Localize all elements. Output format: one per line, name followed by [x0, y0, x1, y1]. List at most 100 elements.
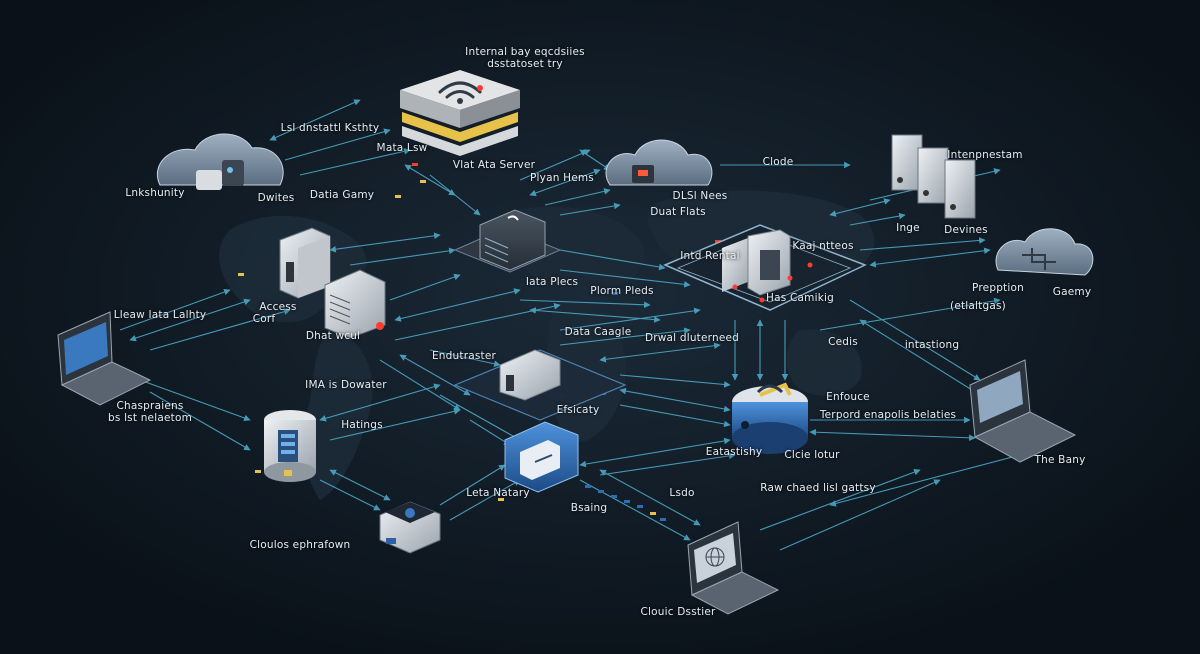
connector-line [809, 428, 976, 442]
label-infra-right: Intenpnestam [947, 148, 1023, 161]
connector-line [439, 464, 506, 506]
label-iata-plecs: Iata Plecs [525, 275, 579, 288]
globe-icon [705, 547, 725, 567]
connector-line [284, 128, 391, 161]
label-duan-flats: Duat Flats [650, 205, 706, 218]
connector-dot [598, 490, 604, 493]
connector-line [349, 247, 456, 266]
label-cloulos-eparalown: Cloulos ephrafown [249, 538, 351, 551]
connector-line [859, 319, 981, 396]
laptop-icon-left [57, 311, 152, 406]
label-acress: Access [259, 300, 297, 313]
connector-line [429, 349, 501, 367]
connector-line [829, 453, 1021, 507]
label-internal-top: Internal bay eqcdsiies dsstatoset try [465, 45, 585, 70]
label-hatings: Hatings [341, 418, 383, 431]
laptop-icon-right [969, 359, 1077, 463]
label-intastiong: intastiong [904, 338, 960, 351]
label-prepption: Prepption [972, 281, 1024, 294]
connector-line [579, 149, 611, 171]
storage-module-icon [504, 421, 579, 493]
label-lsdo: Lsdo [669, 486, 695, 499]
datacenter-icon [663, 224, 867, 311]
router-stack-icon [400, 70, 520, 156]
label-clouic-dsstier: Clouic Dsstier [640, 605, 716, 618]
connector-line [559, 202, 621, 216]
connector-line [599, 342, 721, 363]
connector-dot [611, 495, 617, 498]
label-lleaw-tala: Lleaw Iata Lalhty [113, 308, 207, 321]
connector-dot [715, 240, 721, 243]
label-plyan-hems: Plyan Hems [530, 171, 594, 184]
connector-line [149, 308, 291, 351]
gateway-platform [453, 349, 627, 421]
label-eatastishy: Eatastishy [705, 445, 763, 458]
connector-line [829, 198, 891, 217]
connector-line [819, 297, 1001, 331]
connector-dot [585, 485, 591, 488]
label-cloud-link: Clode [762, 155, 794, 168]
label-kaaj-ntteos: Kaaj ntteos [792, 239, 854, 252]
server-rack-icon-center [453, 209, 562, 273]
laptop-icon-bottom [687, 521, 780, 615]
server-tower-icon-left [279, 227, 331, 299]
connector-line [129, 298, 251, 342]
connector-line [329, 232, 441, 253]
label-vlat-server: Vlat Ata Server [452, 158, 536, 171]
connector-dot [498, 498, 504, 501]
label-devices-left: Dwites [257, 191, 295, 204]
connector-line [439, 394, 521, 441]
connector-line [529, 168, 601, 197]
connector-line [619, 387, 731, 413]
database-icon [264, 410, 316, 482]
connector-dot [420, 180, 426, 183]
label-lnkshunity: Lnkshunity [125, 186, 185, 199]
label-ima-is-dowater: IMA is Dowater [305, 378, 387, 391]
connector-dot [395, 195, 401, 198]
connector-line [269, 99, 361, 141]
server-tower-icon-group [891, 134, 976, 219]
connector-line [299, 148, 411, 176]
label-cedis: Cedis [828, 335, 858, 348]
label-raw-chaed: Raw chaed lisl gattsy [760, 481, 876, 494]
connector-lines [119, 99, 1021, 551]
lock-icon [732, 382, 808, 454]
label-inge: Inge [896, 221, 920, 234]
connector-dot [412, 163, 418, 166]
connector-line [849, 212, 906, 226]
connector-line [559, 327, 691, 346]
connector-dot [624, 500, 630, 503]
connector-line [429, 174, 481, 216]
connector-line [579, 437, 731, 468]
label-devines: Devines [944, 223, 988, 236]
connector-line [619, 404, 731, 428]
connector-dot [612, 292, 618, 295]
label-chaspraiens: Chaspraiens bs lst nelaetom [107, 399, 193, 424]
connector-line [619, 374, 731, 388]
label-datia-gamy: Datia Gamy [309, 188, 375, 201]
label-clcie-lotur: Clcie lotur [784, 448, 840, 461]
label-enduttaster: Endutraster [431, 349, 497, 362]
tablet-device-icon [379, 501, 441, 554]
cloud-icon-center [605, 139, 713, 186]
label-left-link-top: Lsl dnstattl Ksthty [280, 121, 380, 134]
label-corf: Corf [252, 312, 276, 325]
label-has-camikig: Has Camikig [766, 291, 834, 304]
connector-line [394, 288, 521, 322]
label-the-bany: The Bany [1034, 453, 1086, 466]
connector-line [519, 299, 651, 309]
label-intd-rental: Intd Rental [680, 249, 740, 262]
connector-line [329, 469, 391, 501]
connector-dot [255, 470, 261, 473]
label-gaemy: Gaemy [1052, 285, 1092, 298]
connector-dot [650, 512, 656, 515]
connector-line [149, 391, 251, 451]
connector-line [559, 269, 691, 288]
connector-line [449, 479, 521, 521]
connector-line [404, 164, 456, 196]
label-efsicaty: Efsicaty [556, 403, 600, 416]
label-mata-lsw: Mata Lsw [376, 141, 428, 154]
connector-dot [660, 518, 666, 521]
label-plorm-pleds: Plorm Pleds [590, 284, 654, 297]
